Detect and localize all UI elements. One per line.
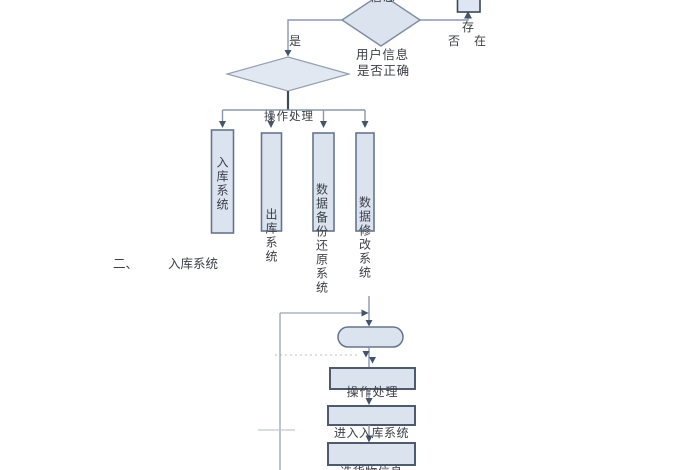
arrowhead-into-top-box: [464, 11, 472, 19]
operation-decision-diamond: [224, 56, 352, 92]
no-label: 否: [448, 34, 461, 48]
process-rect-bottom: [327, 442, 416, 466]
section-heading: 二、 入库系统: [113, 257, 219, 272]
arrowhead-into-decision2: [284, 50, 292, 57]
arrowhead-pre-process-a: [362, 351, 370, 358]
top-right-box: [456, 0, 481, 13]
branch-rect-data-modify-system: [355, 132, 375, 232]
arrowhead-into-start: [365, 320, 373, 327]
arrowhead-pre-process-b: [369, 357, 376, 364]
arrowhead-branch-2: [267, 121, 275, 128]
exists-label-char2: 在: [474, 34, 487, 48]
branch-rect-inbound-system: [210, 129, 235, 234]
arrowhead-branch-3: [320, 121, 327, 128]
section-number: 二、: [113, 257, 139, 271]
arrowhead-into-enter: [365, 398, 373, 405]
decision-caption-line2: 是否正确: [357, 64, 410, 78]
arrowhead-branch-4: [361, 121, 369, 128]
bottom-process-label: 操作处理: [346, 385, 399, 399]
branch-rect-backup-restore-system: [312, 132, 335, 232]
connector-no-branch: [420, 18, 469, 21]
exists-label-char1: 存: [462, 20, 475, 34]
branch-label-data-modify: 数据修改系统: [357, 196, 372, 280]
branch-rect-outbound-system: [260, 132, 283, 232]
enter-system-label: 进入入库系统: [333, 426, 409, 440]
clipped-top-text: 信息: [370, 0, 396, 4]
arrowhead-branch-1: [219, 121, 226, 128]
arrowhead-into-next: [365, 435, 373, 443]
section-title: 入库系统: [168, 257, 219, 271]
decision-caption-line1: 用户信息: [356, 48, 409, 62]
clipped-bottom-label: 选货物信息: [328, 465, 415, 470]
branch-label-outbound: 出库系统: [264, 208, 278, 264]
top-process-label: 操作处理: [264, 111, 314, 123]
arrowhead-loop-join: [361, 309, 369, 317]
connector-yes-branch: [287, 19, 342, 51]
process-rect-enter-system: [327, 405, 416, 426]
yes-label: 是: [289, 34, 302, 48]
process-rect-operation: [329, 367, 416, 390]
user-info-decision-diamond: [340, 0, 422, 47]
branch-label-inbound: 入库系统: [215, 156, 229, 212]
branch-label-backup-restore: 数据备份还原系统: [314, 183, 329, 295]
start-terminator: [337, 326, 404, 348]
